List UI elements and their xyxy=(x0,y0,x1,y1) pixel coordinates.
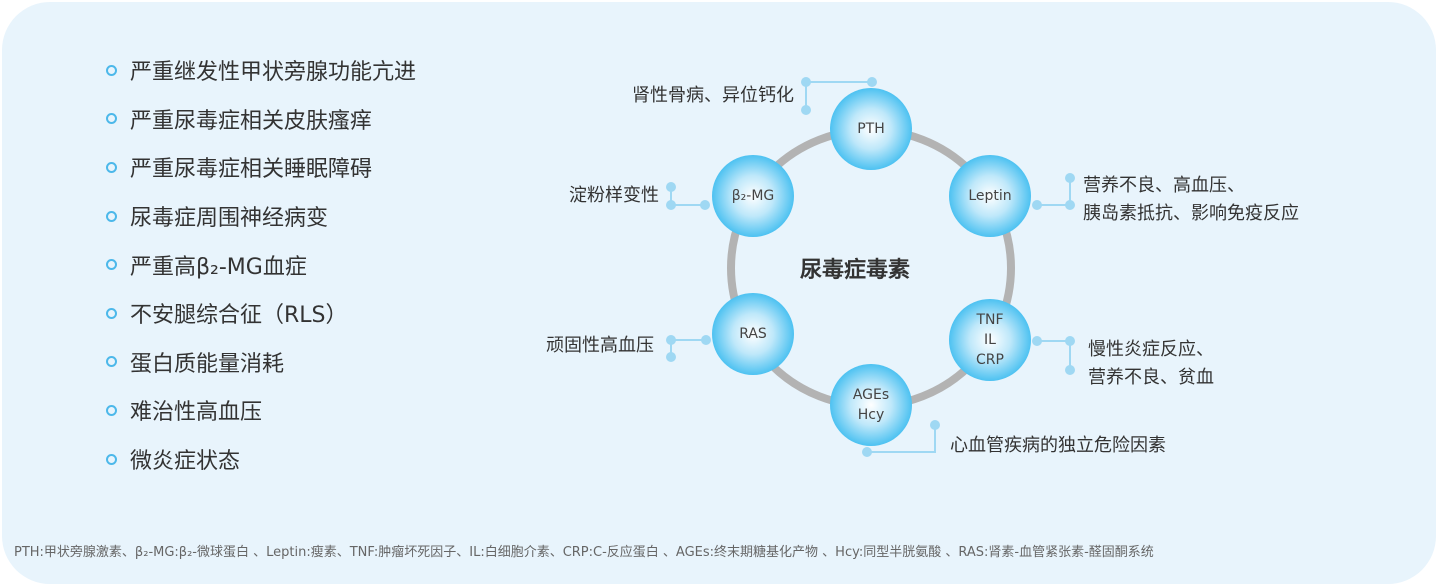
list-item-label: 不安腿综合征（RLS） xyxy=(130,303,348,329)
node-label: PTH xyxy=(857,121,885,137)
bullet-icon xyxy=(106,307,117,319)
list-item: 蛋白质能量消耗 xyxy=(106,338,416,387)
bullet-icon xyxy=(106,453,117,465)
list-item-label: 难治性高血压 xyxy=(130,400,263,426)
list-item-label: 尿毒症周围神经病变 xyxy=(130,206,329,232)
effect-leptin: 营养不良、高血压、胰岛素抵抗、影响免疫反应 xyxy=(1083,172,1299,228)
list-item: 不安腿综合征（RLS） xyxy=(106,289,416,338)
list-item-label: 微炎症状态 xyxy=(130,449,241,475)
bullet-icon xyxy=(106,210,117,222)
node-label: CRP xyxy=(976,352,1004,368)
list-item: 尿毒症周围神经病变 xyxy=(106,192,416,241)
list-item-label: 严重尿毒症相关皮肤瘙痒 xyxy=(130,108,373,134)
footnote: PTH:甲状旁腺激素、β₂-MG:β₂-微球蛋白 、Leptin:瘦素、TNF:… xyxy=(14,545,1154,560)
bullet-icon xyxy=(106,404,117,416)
bullet-icon xyxy=(106,356,117,368)
list-item: 微炎症状态 xyxy=(106,435,416,484)
list-item-label: 严重尿毒症相关睡眠障碍 xyxy=(130,157,373,183)
list-item: 严重尿毒症相关皮肤瘙痒 xyxy=(106,95,416,144)
center-title: 尿毒症毒素 xyxy=(800,258,911,283)
node-label: β₂-MG xyxy=(731,188,775,204)
node-b2mg: β₂-MG xyxy=(712,155,794,237)
bullet-icon xyxy=(106,113,117,125)
node-tnf-il-crp: TNF IL CRP xyxy=(949,299,1031,381)
list-item: 严重尿毒症相关睡眠障碍 xyxy=(106,143,416,192)
bullet-icon xyxy=(106,259,117,271)
node-label: IL xyxy=(984,332,996,348)
list-item: 难治性高血压 xyxy=(106,386,416,435)
node-ras: RAS xyxy=(712,293,794,375)
list-item-label: 蛋白质能量消耗 xyxy=(130,351,285,377)
effect-ages: 心血管疾病的独立危险因素 xyxy=(950,435,1166,456)
list-item: 严重继发性甲状旁腺功能亢进 xyxy=(106,46,416,95)
node-label: AGEs xyxy=(852,387,890,403)
effect-pth: 肾性骨病、异位钙化 xyxy=(632,85,794,106)
node-label: Hcy xyxy=(857,407,885,423)
complication-list: 严重继发性甲状旁腺功能亢进 严重尿毒症相关皮肤瘙痒 严重尿毒症相关睡眠障碍 尿毒… xyxy=(106,46,416,483)
node-label: TNF xyxy=(976,312,1004,328)
effect-ras: 顽固性高血压 xyxy=(546,335,654,356)
effect-line: 胰岛素抵抗、影响免疫反应 xyxy=(1083,203,1299,224)
list-item: 严重高β₂-MG血症 xyxy=(106,240,416,289)
effect-line: 营养不良、贫血 xyxy=(1088,367,1214,388)
node-label: RAS xyxy=(739,326,767,342)
connector-dots xyxy=(666,77,1075,457)
effect-tnf: 慢性炎症反应、营养不良、贫血 xyxy=(1088,336,1214,392)
bullet-icon xyxy=(106,64,117,76)
node-leptin: Leptin xyxy=(949,155,1031,237)
node-pth: PTH xyxy=(830,88,912,170)
effect-line: 慢性炎症反应、 xyxy=(1088,339,1214,360)
list-item-label: 严重继发性甲状旁腺功能亢进 xyxy=(130,60,417,86)
list-item-label: 严重高β₂-MG血症 xyxy=(130,254,307,280)
bullet-icon xyxy=(106,161,117,173)
node-label: Leptin xyxy=(968,188,1012,204)
effect-line: 营养不良、高血压、 xyxy=(1083,175,1245,196)
effect-b2mg: 淀粉样变性 xyxy=(569,185,659,206)
